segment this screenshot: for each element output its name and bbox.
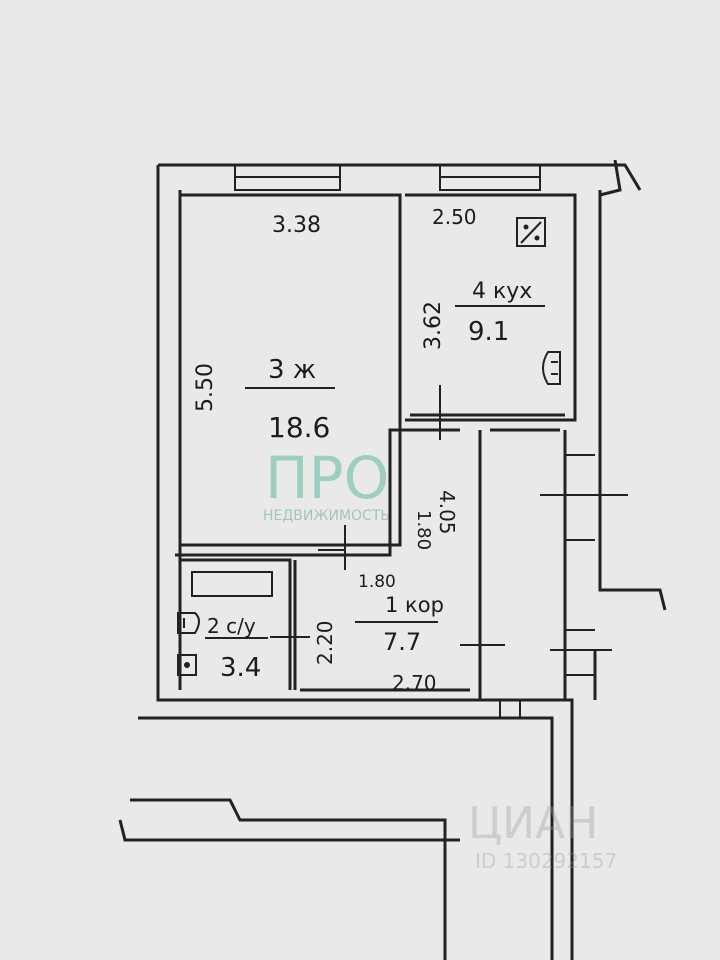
corridor-width: 1.80 bbox=[358, 572, 396, 592]
corridor-label: 1 кор bbox=[385, 593, 444, 617]
stove-icon bbox=[542, 351, 561, 385]
toilet-icon bbox=[177, 612, 200, 634]
bathtub-icon bbox=[191, 571, 273, 597]
kitchen-width: 2.50 bbox=[432, 205, 477, 229]
interior-walls bbox=[175, 193, 595, 718]
corridor-length: 4.05 bbox=[435, 490, 459, 535]
kitchen-length: 3.62 bbox=[421, 301, 446, 350]
pro-watermark-brand: ПРО bbox=[265, 444, 389, 512]
sink-icon bbox=[177, 654, 197, 676]
window-kitchen bbox=[439, 164, 541, 191]
bathroom-length: 2.20 bbox=[313, 620, 337, 665]
bathroom-area: 3.4 bbox=[220, 653, 261, 683]
corridor-area: 7.7 bbox=[383, 628, 421, 656]
cian-watermark: ЦИАН ID 130292157 bbox=[468, 798, 617, 873]
kitchen-label: 4 кух bbox=[472, 279, 532, 304]
living-length: 5.50 bbox=[193, 363, 218, 412]
cian-watermark-brand: ЦИАН bbox=[468, 798, 598, 849]
corridor-width-bottom: 2.70 bbox=[392, 671, 437, 695]
living-width: 3.38 bbox=[272, 213, 321, 238]
window-living bbox=[234, 164, 341, 191]
percent-vent-icon bbox=[516, 217, 546, 247]
kitchen-area: 9.1 bbox=[468, 317, 509, 347]
corridor-upper-dim: 1.80 bbox=[413, 510, 434, 550]
bathroom-label: 2 с/у bbox=[207, 614, 256, 638]
living-area: 18.6 bbox=[268, 411, 330, 444]
cian-watermark-id: ID 130292157 bbox=[475, 849, 617, 873]
door-marks bbox=[270, 385, 628, 651]
pro-watermark: ПРО НЕДВИЖИМОСТЬ bbox=[263, 444, 390, 524]
living-label: 3 ж bbox=[268, 355, 316, 385]
area-dividers bbox=[205, 305, 545, 639]
pro-watermark-subtitle: НЕДВИЖИМОСТЬ bbox=[263, 508, 390, 524]
